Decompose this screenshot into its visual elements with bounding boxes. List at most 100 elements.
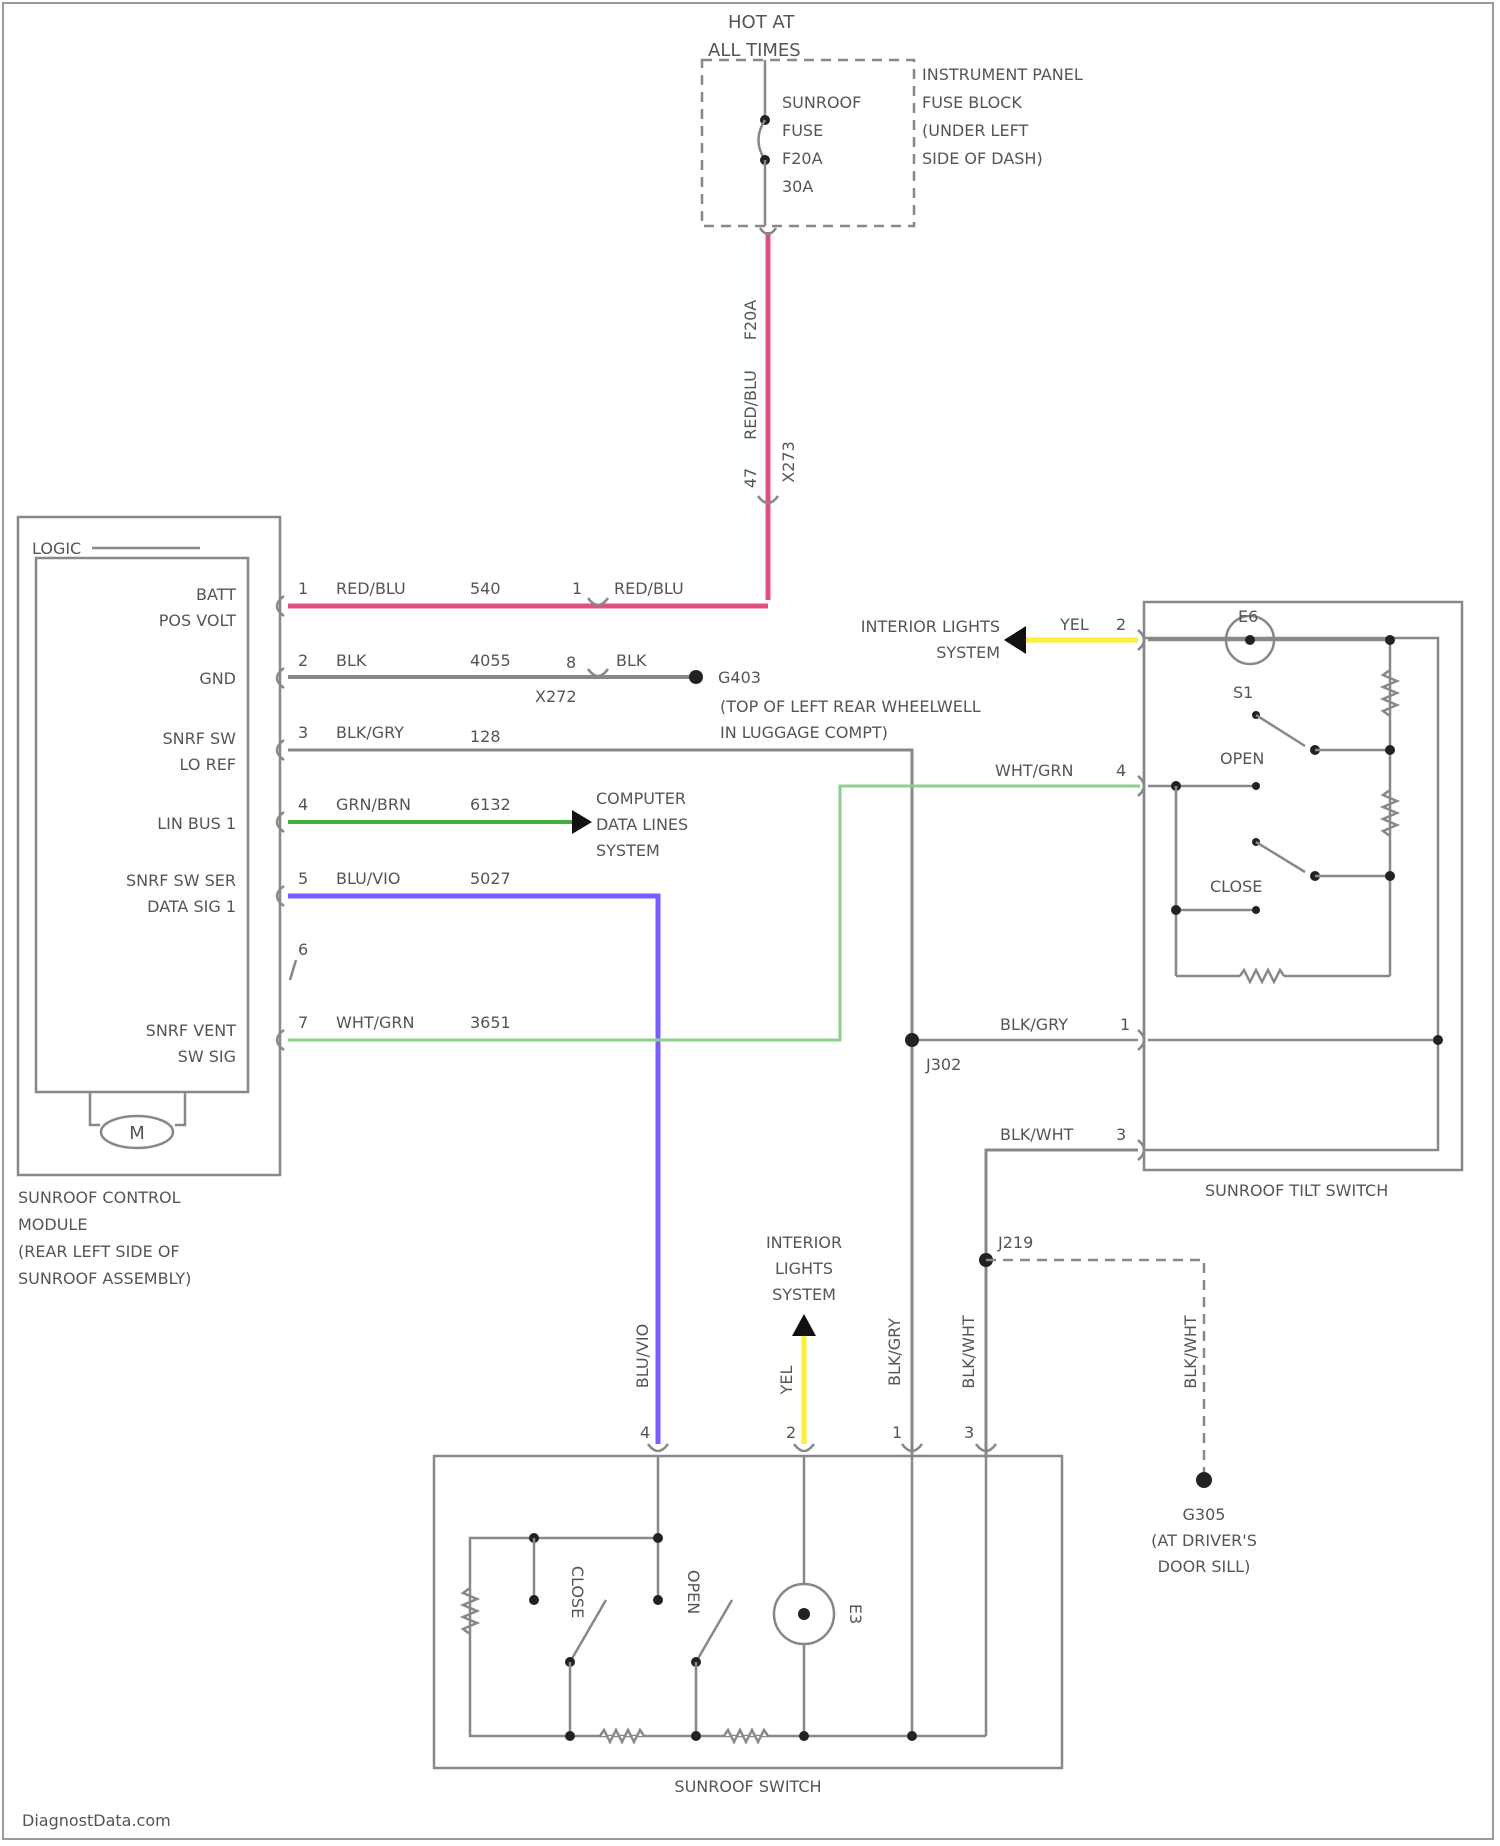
g305-desc-2: DOOR SILL): [1158, 1557, 1251, 1576]
tilt-yel-label: YEL: [1059, 615, 1089, 634]
fuse-block-label-4: SIDE OF DASH): [922, 149, 1043, 168]
sw-resistor-bottom-2-icon: [724, 1730, 768, 1742]
g305-wire-color: BLK/WHT: [1181, 1315, 1200, 1389]
pin1-label-2: POS VOLT: [159, 611, 236, 630]
tilt-right-node-bot: [1385, 871, 1395, 881]
sunroof-control-module: LOGIC M SUNROOF CONTROL MODULE (REAR LEF…: [18, 517, 284, 1288]
pin3-color: BLK/GRY: [336, 723, 404, 742]
module-title-4: SUNROOF ASSEMBLY): [18, 1269, 191, 1288]
data-lines-1: COMPUTER: [596, 789, 686, 808]
fuse-hot-label-1: HOT AT: [728, 12, 795, 33]
sw-bottom-node-1: [565, 1731, 575, 1741]
tilt-right-node-top: [1385, 635, 1395, 645]
pin7-label-1: SNRF VENT: [146, 1021, 237, 1040]
sw-pin4-connector: [648, 1444, 668, 1451]
pin4-circuit: 6132: [470, 795, 511, 814]
g403-ground-dot: [689, 670, 703, 684]
pin1-circuit: 540: [470, 579, 501, 598]
fuse-name-2: FUSE: [782, 121, 823, 140]
tilt-blk-wht: BLK/WHT: [1000, 1125, 1074, 1144]
fuse-block-label-2: FUSE BLOCK: [922, 93, 1022, 112]
g305-name: G305: [1183, 1505, 1226, 1524]
tilt-lamp-center: [1245, 635, 1255, 645]
blk-wht-wire: [986, 1150, 1138, 1458]
x272-pin8-color: BLK: [616, 651, 647, 670]
g305-desc-1: (AT DRIVER'S: [1151, 1531, 1257, 1550]
pin4-label: LIN BUS 1: [157, 814, 236, 833]
violet-data-wire: [288, 896, 658, 1444]
tilt-pin1-node: [1433, 1035, 1443, 1045]
tilt-int-lights-2: SYSTEM: [936, 643, 1000, 662]
motor-lead-right: [175, 1092, 185, 1125]
tilt-blk-wht-pin: 3: [1116, 1125, 1126, 1144]
tilt-open-return: [1252, 782, 1260, 790]
tilt-open-label: OPEN: [1220, 749, 1264, 768]
sw-wire-1-pin: 2: [786, 1423, 796, 1442]
tilt-switch-title: SUNROOF TILT SWITCH: [1205, 1181, 1388, 1200]
tilt-resistor-3-icon: [1240, 970, 1284, 982]
tilt-blk-gry: BLK/GRY: [1000, 1015, 1068, 1034]
pin5-circuit: 5027: [470, 869, 511, 888]
fuse-name-3: F20A: [782, 149, 823, 168]
g403-desc-2: IN LUGGAGE COMPT): [720, 723, 888, 742]
sw-close-label: CLOSE: [568, 1566, 587, 1618]
sw-bottom-node-2: [691, 1731, 701, 1741]
sw-pin2-connector: [794, 1444, 814, 1451]
sw-wire-2-pin: 1: [892, 1423, 902, 1442]
fuse-hot-label-2: ALL TIMES: [708, 40, 801, 61]
fuse-block-label-3: (UNDER LEFT: [922, 121, 1029, 140]
x272-pin1-color: RED/BLU: [614, 579, 684, 598]
sw-wire-2-color: BLK/GRY: [885, 1318, 904, 1386]
fuse-name-4: 30A: [782, 177, 813, 196]
module-logic-label: LOGIC: [32, 539, 81, 558]
tilt-close-return-dot: [1252, 906, 1260, 914]
g305-ground-wire: [986, 1260, 1204, 1476]
feed-wire-color: RED/BLU: [741, 370, 760, 440]
tilt-yel-pin: 2: [1116, 615, 1126, 634]
sw-wire-3-pin: 3: [964, 1423, 974, 1442]
fuse-element: [759, 120, 766, 160]
tilt-right-node-mid: [1385, 745, 1395, 755]
pin5-label-1: SNRF SW SER: [126, 871, 236, 890]
vent-switch-wire: [288, 786, 1140, 1040]
sunroof-switch-box: [434, 1456, 1062, 1768]
sw-wire-1-color: YEL: [777, 1366, 796, 1396]
sw-bottom-node-3: [799, 1731, 809, 1741]
tilt-wht-pin: 4: [1116, 761, 1126, 780]
tilt-close-blade: [1256, 842, 1305, 872]
module-title-3: (REAR LEFT SIDE OF: [18, 1242, 180, 1261]
pin5-label-2: DATA SIG 1: [147, 897, 236, 916]
j302-splice: [905, 1033, 919, 1047]
module-outer-box: [18, 517, 280, 1175]
sw-close-contact-a: [529, 1595, 539, 1605]
pin3-num: 3: [298, 723, 308, 742]
x272-name: X272: [535, 687, 577, 706]
sw-lamp-label: E3: [846, 1604, 865, 1624]
sw-wire-0-color: BLU/VIO: [633, 1324, 652, 1388]
pin6-num: 6: [298, 940, 308, 959]
sw-resistor-bottom-1-icon: [600, 1730, 644, 1742]
pin1-num: 1: [298, 579, 308, 598]
sw-int-lights-3: SYSTEM: [772, 1285, 836, 1304]
module-title-2: MODULE: [18, 1215, 87, 1234]
pin1-label-1: BATT: [196, 585, 236, 604]
sw-open-contact-a: [653, 1595, 663, 1605]
data-lines-2: DATA LINES: [596, 815, 688, 834]
pin2-label: GND: [199, 669, 236, 688]
g305-ground-dot: [1196, 1472, 1212, 1488]
sw-int-lights-2: LIGHTS: [775, 1259, 833, 1278]
fuse-block: HOT AT ALL TIMES SUNROOF FUSE F20A 30A I…: [702, 12, 1083, 226]
tilt-blk-gry-pin: 1: [1120, 1015, 1130, 1034]
feed-wire-id: F20A: [741, 300, 760, 341]
sw-open-label: OPEN: [684, 1570, 703, 1614]
tilt-lamp-label: E6: [1238, 607, 1258, 626]
sunroof-switch-title: SUNROOF SWITCH: [674, 1777, 821, 1796]
pin2-num: 2: [298, 651, 308, 670]
pin7-color: WHT/GRN: [336, 1013, 415, 1032]
x273-name: X273: [779, 441, 798, 483]
motor-label: M: [129, 1123, 145, 1144]
x272-pin8-chevron: [588, 669, 608, 676]
fuse-name-1: SUNROOF: [782, 93, 861, 112]
pin7-num: 7: [298, 1013, 308, 1032]
data-lines-arrow-icon: [572, 810, 592, 834]
